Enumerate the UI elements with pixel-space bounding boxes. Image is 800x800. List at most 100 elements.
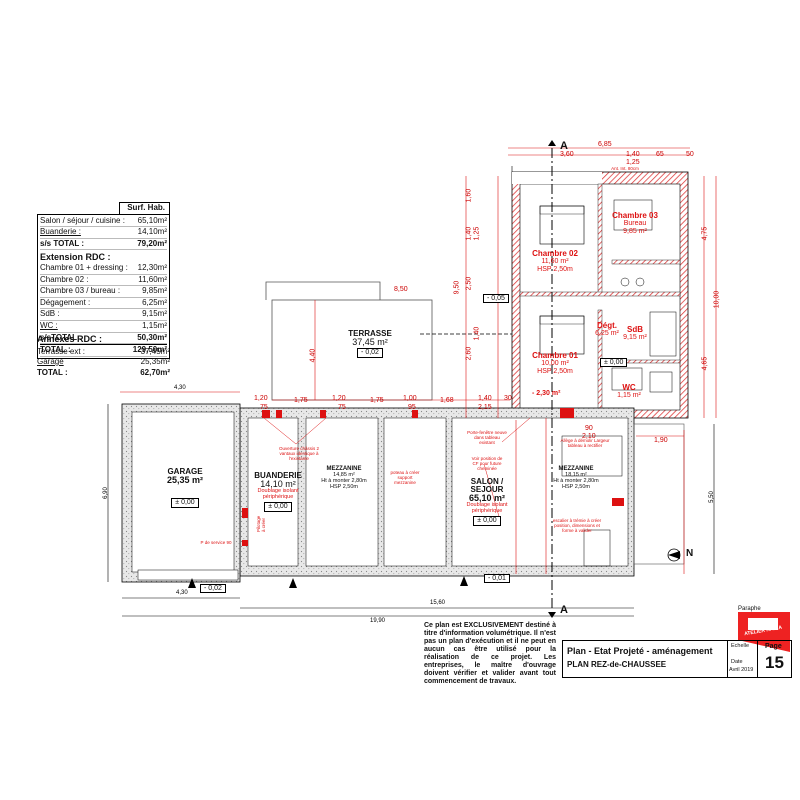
level-entry: - 0,01 — [484, 574, 510, 583]
dim-label: 2,15 — [478, 404, 492, 411]
room-garage: GARAGE 25,35 m² ± 0,00 — [166, 467, 204, 508]
dim-label: 10,00 — [713, 290, 721, 309]
note-stair: escalier à trémie à créer position, dime… — [552, 518, 602, 533]
echelle-label: Echelle — [731, 643, 750, 649]
north-arrow-icon — [667, 548, 681, 562]
room-buanderie: BUANDERIE 14,10 m² Doublage isolant péri… — [254, 471, 302, 512]
dim-label: 3,60 — [560, 151, 574, 158]
note-pilotage: Pilotage à créer — [256, 515, 266, 532]
dim-label: 1,20 — [254, 395, 268, 402]
dim-label: 50 — [686, 151, 694, 158]
page-label: Page — [765, 643, 782, 650]
room-chambre-03: Chambre 03 Bureau 9,85 m² — [612, 211, 658, 236]
dim-label: 2,60 — [465, 346, 473, 361]
north-label: N — [686, 548, 694, 559]
table-row: Dégagement :6,25m² — [40, 298, 167, 310]
callout-lines — [263, 417, 531, 521]
overall-dimensions — [107, 166, 715, 617]
table-row: Chambre 02 :11,60m² — [40, 275, 167, 287]
extension-walls — [511, 171, 689, 419]
note-alt: Ant. Int. 80cm — [611, 166, 639, 171]
dim-label: 6,90 — [102, 487, 109, 499]
level-ext-b: ± 0,00 — [600, 358, 628, 367]
room-mezzanine-1: MEZZANINE 14,85 m² Ht à monter 2,80m HSP… — [321, 466, 367, 490]
room-sdb: SdB 9,15 m² — [623, 325, 647, 342]
list-item: Terrasse ext :37,45m² — [37, 346, 170, 356]
table-row: TOTAL :129,50m² — [40, 344, 167, 357]
room-chambre-01: Chambre 01 10,00 m² HSP 2,50m — [532, 351, 578, 376]
dim-label: 1,75 — [370, 397, 384, 404]
dim-label: 1,25 — [626, 159, 640, 166]
dim-label: 1,25 — [473, 226, 481, 241]
date-label: Date — [731, 659, 743, 665]
dim-label: 15,60 — [430, 600, 446, 606]
table-row: Chambre 01 + dressing :12,30m² — [40, 263, 167, 275]
table-row: WC :1,15m² — [40, 321, 167, 333]
logo-icon — [738, 612, 790, 652]
list-item: TOTAL :62,70m² — [37, 367, 170, 377]
dim-label: 95 — [408, 404, 416, 411]
note-service-door: P de service 90 — [200, 540, 232, 545]
dim-label: 4,30 — [174, 385, 186, 391]
table-row: Buanderie :14,10m² — [40, 227, 167, 239]
entrance-marker — [188, 578, 196, 588]
dim-label: 65 — [656, 151, 664, 158]
table-row: s/s TOTAL :79,20m² — [40, 239, 167, 251]
note-chimney: Voir position de CF pour future cheminée — [471, 456, 503, 471]
entrance-marker — [460, 576, 468, 586]
note-allege: Allège à démolir Largeur tableau à recti… — [560, 438, 610, 448]
plan-subtitle: PLAN REZ-de-CHAUSSEE — [567, 660, 667, 669]
dim-label: 6,85 — [598, 141, 612, 148]
dim-label: 9,50 — [453, 280, 461, 295]
room-terrasse: TERRASSE 37,45 m² - 0,02 — [348, 329, 392, 358]
level-ext-c: - 2,30 m² — [532, 390, 561, 397]
dim-label: 1,20 — [332, 395, 346, 402]
note-post: poteau à créer support mezzanine — [390, 470, 420, 485]
table-row: Chambre 03 / bureau :9,85m² — [40, 286, 167, 298]
dim-label: 4,65 — [701, 356, 709, 371]
dim-label: 4,40 — [309, 348, 317, 363]
surface-table-header: Surf. Hab. — [119, 202, 170, 214]
table-row: Salon / séjour / cuisine :65,10m² — [40, 216, 167, 228]
side-terrace — [633, 423, 685, 565]
title-block: Plan - Etat Projeté - aménagement PLAN R… — [562, 640, 792, 678]
dim-label: 8,50 — [394, 286, 408, 293]
entrance-marker — [289, 578, 297, 588]
dim-label: 1,60 — [465, 188, 473, 203]
existing-walls — [239, 407, 635, 577]
dim-label: 19,90 — [370, 618, 386, 624]
dim-label: 5,50 — [708, 491, 715, 503]
dim-label: 1,75 — [294, 397, 308, 404]
table-row: SdB :9,15m² — [40, 309, 167, 321]
room-chambre-02: Chambre 02 11,60 m² HSP 2,50m — [532, 249, 578, 274]
dim-label: 1,68 — [440, 397, 454, 404]
dim-label: 75 — [260, 404, 268, 411]
section-line-a — [548, 140, 556, 618]
dim-label: 75 — [338, 404, 346, 411]
disclaimer-text: Ce plan est EXCLUSIVEMENT destiné à titr… — [424, 622, 556, 685]
room-salon: SALON / SEJOUR 65,10 m² Doublage isolant… — [466, 477, 508, 526]
surface-table: Surf. Hab. Salon / séjour / cuisine :65,… — [37, 202, 170, 359]
date-value: Avril 2019 — [729, 667, 754, 673]
annexes-title: Annexes RDC : — [37, 334, 103, 344]
annexes-table: Annexes RDC : Terrasse ext :37,45m² Gara… — [37, 334, 170, 378]
section-label-bottom: A — [560, 604, 568, 616]
level-ext-a: - 0,05 — [483, 294, 509, 303]
dim-label: 1,40 — [478, 395, 492, 402]
room-wc: WC 1,15 m² — [617, 383, 641, 400]
note-door: Porte-fenêtre neuve dans tableau existan… — [467, 430, 507, 445]
dim-label: 1,40 — [626, 151, 640, 158]
dim-label: 1,90 — [654, 437, 668, 444]
table-row: s/sTOTAL :50,30m² — [40, 333, 167, 345]
paraphe-label: Paraphe — [738, 606, 761, 612]
level-garage-out: - 0,02 — [200, 584, 226, 593]
dim-label: 4,75 — [701, 226, 709, 241]
section-label-top: A — [560, 140, 568, 152]
room-mezzanine-2: MEZZANINE 18,15 m² Ht à monter 2,80m HSP… — [553, 466, 599, 490]
extension-title: Extension RDC : — [40, 252, 111, 263]
plan-title: Plan - Etat Projeté - aménagement — [567, 646, 713, 656]
dim-label: 90 — [585, 425, 593, 432]
dim-label: 2,50 — [465, 276, 473, 291]
